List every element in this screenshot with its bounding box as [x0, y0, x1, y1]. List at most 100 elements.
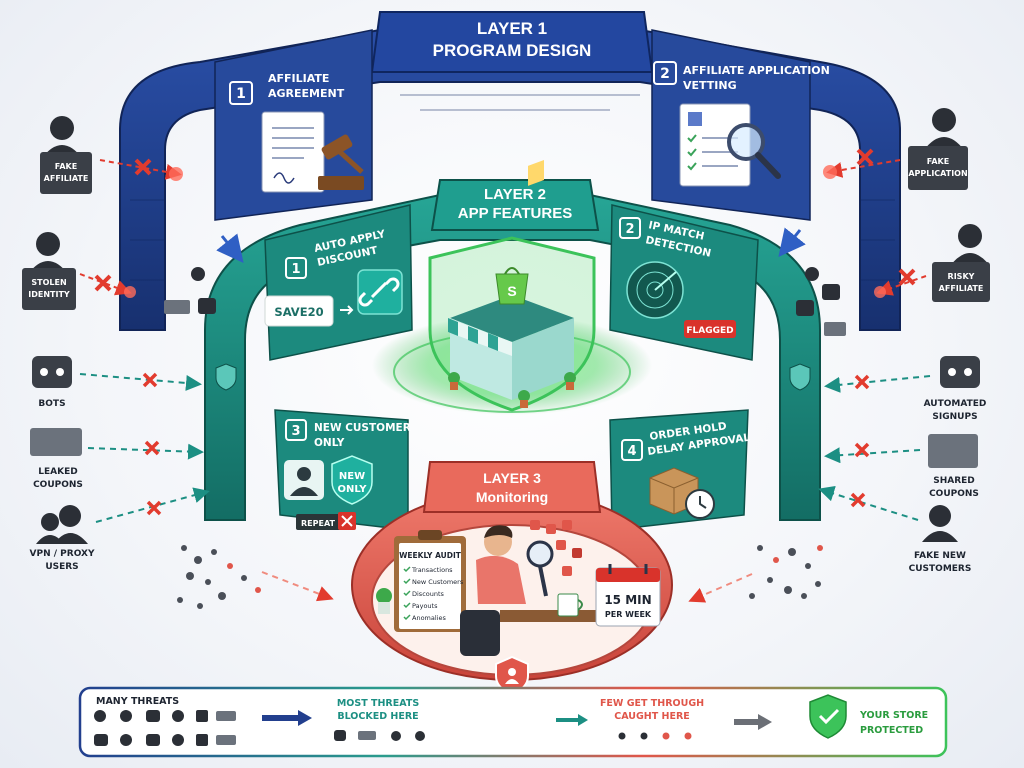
layer2-item4-num: 4	[627, 444, 636, 459]
layer1-item1-line2: AGREEMENT	[268, 87, 345, 100]
legend-most-line2: BLOCKED HERE	[337, 711, 418, 722]
many-threats-icons	[94, 710, 236, 746]
user-icon	[284, 460, 324, 500]
threat-risky-affiliate	[874, 224, 990, 302]
legend-most-line1: MOST THREATS	[337, 698, 419, 709]
layer1-item2-line1: AFFILIATE APPLICATION	[683, 64, 830, 77]
layer1-title-line2: PROGRAM DESIGN	[433, 41, 592, 60]
most-blocked-icons	[334, 730, 425, 741]
threat-automated-signups	[824, 356, 980, 393]
coupon-tag-icon	[264, 295, 334, 327]
badge-line2: ONLY	[338, 484, 368, 495]
calendar-line1: 15 MIN	[604, 593, 651, 607]
legend-few-line1: FEW GET THROUGH	[600, 698, 704, 709]
threat-label: FAKE NEW	[914, 551, 966, 561]
threat-label: COUPONS	[33, 480, 83, 490]
flagged-label: FLAGGED	[686, 326, 733, 336]
svg-text:S: S	[507, 283, 516, 299]
robot-icon	[198, 298, 216, 314]
threat-dots-right	[688, 545, 823, 603]
badge-line1: NEW	[339, 471, 365, 482]
few-through-dots	[618, 732, 692, 740]
threat-label: FAKE	[927, 157, 949, 166]
alert-icons-cluster	[530, 520, 582, 576]
audit-item: Payouts	[412, 602, 438, 610]
mug-icon	[557, 593, 583, 617]
threat-label: FAKE	[55, 162, 77, 171]
robot-icon	[32, 356, 72, 388]
layer2-item3-line2: ONLY	[314, 437, 345, 449]
threat-label: IDENTITY	[28, 290, 70, 299]
layer2-item2-num: 2	[625, 222, 634, 237]
legend-store-line1: YOUR STORE	[859, 710, 928, 721]
analyst-person-icon	[460, 525, 610, 656]
x-icon	[144, 440, 160, 456]
layer2-title-line2: APP FEATURES	[458, 205, 572, 222]
x-icon	[850, 492, 866, 508]
clipboard-icon	[394, 530, 466, 632]
radar-icon	[626, 261, 684, 319]
threat-vpn-proxy	[36, 487, 210, 544]
threat-shared-coupons	[824, 434, 978, 468]
threat-fake-affiliate	[40, 116, 183, 194]
flagged-badge	[684, 320, 736, 338]
threat-label: BOTS	[38, 399, 65, 409]
audit-item: Discounts	[412, 590, 445, 598]
shield-icon	[331, 455, 373, 505]
x-icon	[854, 374, 870, 390]
x-icon	[142, 372, 158, 388]
threat-dots-left	[177, 545, 334, 609]
threat-label: RISKY	[948, 272, 975, 281]
layer2-item3-line1: NEW CUSTOMER	[314, 422, 411, 434]
threat-label: STOLEN	[31, 278, 66, 287]
audit-item: New Customers	[412, 578, 464, 586]
repeat-badge	[296, 514, 346, 530]
threat-small-icons-right	[796, 267, 846, 336]
threat-label: COUPONS	[929, 489, 979, 499]
layer1-item2-num: 2	[660, 66, 670, 82]
legend-many-threats: MANY THREATS	[96, 696, 179, 707]
threat-label: AFFILIATE	[939, 284, 984, 293]
layer1-item1-line1: AFFILIATE	[268, 72, 329, 85]
coupon-icon	[928, 434, 978, 468]
layer1-item1-num: 1	[236, 86, 246, 102]
legend-bar	[78, 686, 948, 758]
clock-icon	[685, 489, 715, 519]
threat-label: LEAKED	[38, 467, 77, 477]
audit-item: Anomalies	[412, 614, 446, 622]
layer2-item3-num: 3	[291, 424, 300, 439]
x-icon	[856, 148, 874, 166]
layer2-item-new-customer	[274, 409, 409, 531]
layer2-item-auto-apply	[264, 204, 413, 361]
audit-item: Transactions	[411, 566, 453, 574]
x-icon	[94, 274, 112, 292]
magnifier-icon	[727, 123, 781, 179]
threat-label: AUTOMATED	[924, 399, 987, 409]
threat-stolen-identity	[22, 232, 136, 310]
layer2-title-line1: LAYER 2	[484, 186, 546, 203]
robot-icon	[796, 300, 814, 316]
audit-list: Transactions New Customers Discounts Pay…	[403, 566, 464, 622]
threat-label: USERS	[45, 562, 78, 572]
shopping-bag-icon: S	[495, 267, 529, 305]
threat-label: VPN / PROXY	[30, 549, 95, 559]
threat-label: AFFILIATE	[44, 174, 89, 183]
arrow-icon	[216, 233, 244, 264]
x-icon	[146, 500, 162, 516]
threat-label: SIGNUPS	[932, 412, 977, 422]
link-icon	[358, 277, 400, 307]
x-icon	[854, 442, 870, 458]
plant-icon	[376, 588, 392, 614]
gavel-icon	[318, 134, 364, 190]
magnifier-icon	[526, 540, 554, 597]
protected-shield-icon	[809, 694, 847, 739]
layer3-banner	[422, 461, 602, 513]
shield-icon	[215, 363, 237, 391]
audit-title: WEEKLY AUDIT	[399, 551, 462, 560]
threat-small-icons-left	[164, 267, 216, 314]
plant-icon	[448, 372, 576, 408]
legend-few-line2: CAUGHT HERE	[614, 711, 690, 722]
document-icon	[261, 111, 325, 193]
layer2-item-ip-match	[609, 204, 759, 361]
